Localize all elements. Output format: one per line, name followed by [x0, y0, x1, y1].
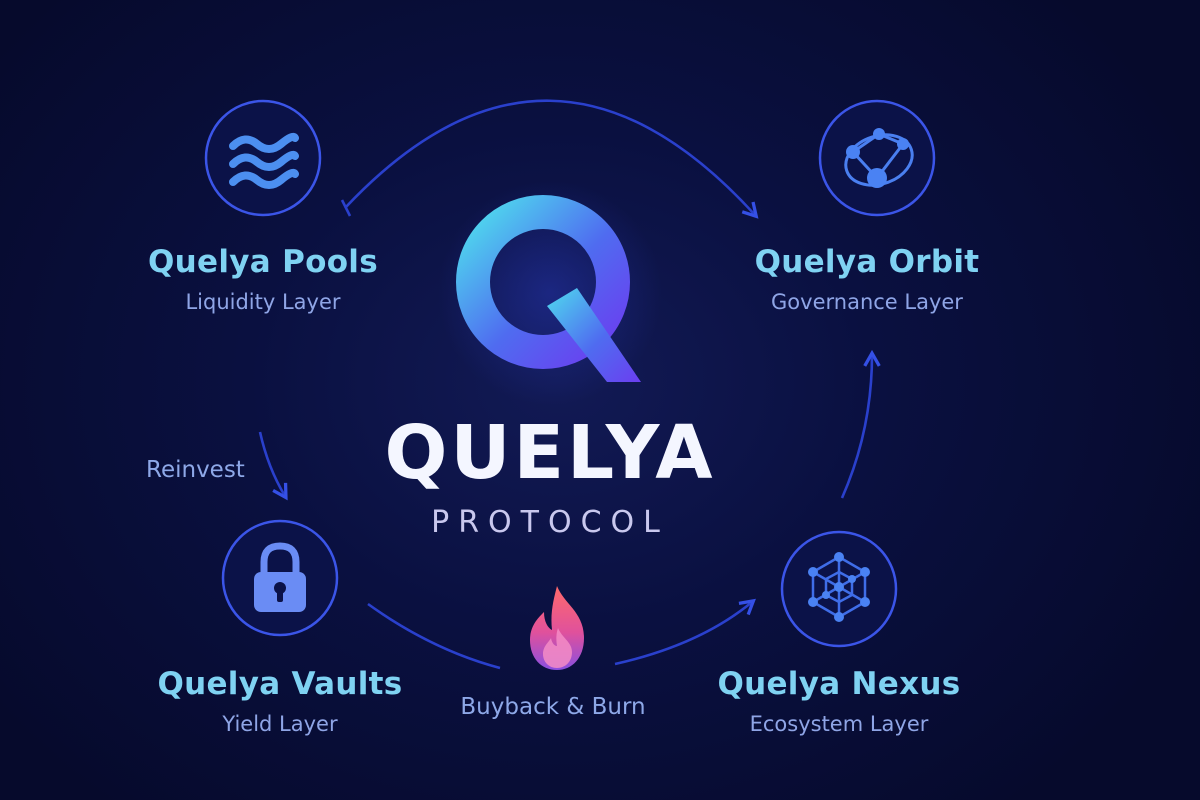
network-nodes-icon — [817, 98, 937, 218]
brand-wordmark: QUELYA — [384, 410, 716, 496]
padlock-icon — [220, 518, 340, 638]
arrow-pools-to-orbit — [344, 99, 759, 219]
arrow-burn-to-nexus — [614, 598, 756, 666]
vaults-title: Quelya Vaults — [157, 666, 403, 702]
flame-icon — [518, 582, 596, 674]
hexagon-network-icon — [779, 529, 899, 649]
reinvest-label: Reinvest — [146, 457, 245, 483]
vaults-subtitle: Yield Layer — [222, 712, 338, 736]
buyback-burn-label: Buyback & Burn — [460, 694, 646, 720]
arrow-vaults-to-burn — [367, 602, 501, 670]
brand-tagline: PROTOCOL — [431, 505, 669, 540]
orbit-subtitle: Governance Layer — [771, 290, 963, 314]
arrow-reinvest — [258, 431, 288, 501]
waves-icon — [203, 98, 323, 218]
pools-title: Quelya Pools — [148, 244, 378, 280]
arrow-nexus-to-orbit — [840, 349, 881, 499]
orbit-title: Quelya Orbit — [754, 244, 980, 280]
nexus-title: Quelya Nexus — [717, 666, 961, 702]
quelya-logo-icon — [435, 178, 665, 408]
arrow-pools-tail-tick — [340, 199, 352, 217]
pools-subtitle: Liquidity Layer — [185, 290, 341, 314]
nexus-subtitle: Ecosystem Layer — [749, 712, 929, 736]
